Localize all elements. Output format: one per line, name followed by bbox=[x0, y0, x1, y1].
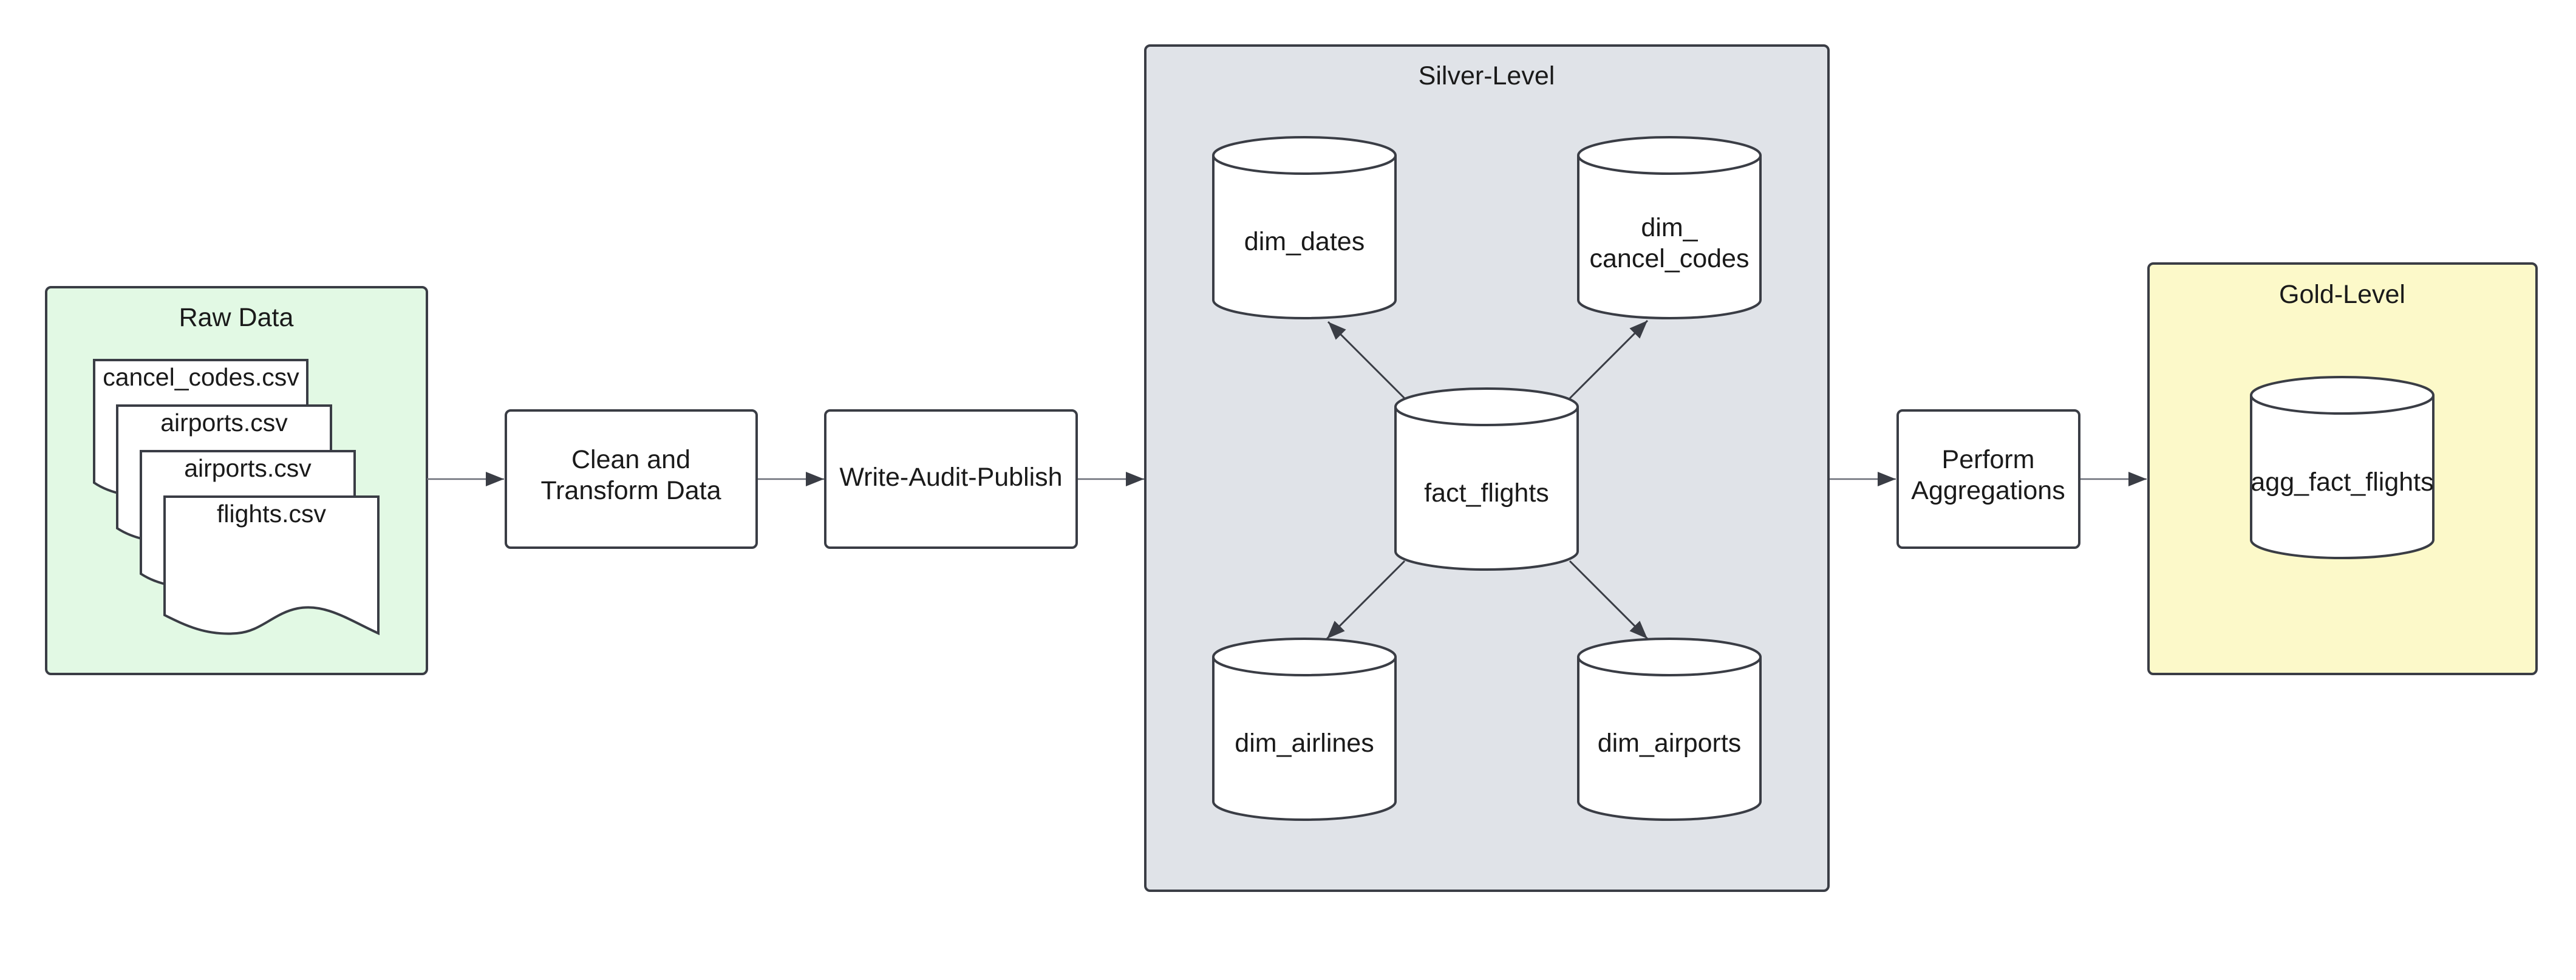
silver-level-title: Silver-Level bbox=[1419, 61, 1555, 90]
table-label-agg-fact-flights: agg_fact_flights bbox=[2251, 468, 2433, 497]
perform-aggregations-step: Perform Aggregations bbox=[1896, 409, 2080, 549]
write-audit-publish-step: Write-Audit-Publish bbox=[824, 409, 1078, 549]
cylinder-dim-airports bbox=[1577, 638, 1762, 821]
cylinder-agg-fact-flights bbox=[2250, 376, 2435, 559]
cylinder-lip-dim-cancel-codes bbox=[1577, 155, 1762, 175]
table-label-dim-cancel-codes-line1: dim_ bbox=[1641, 213, 1698, 242]
perform-aggregations-label-line2: Aggregations bbox=[1911, 476, 2065, 505]
arrow-fact-to-dim-cancel-codes bbox=[1569, 319, 1649, 400]
gold-level-group: Gold-Level agg_fact_flights bbox=[2147, 262, 2538, 675]
arrow-fact-to-dim-airports bbox=[1569, 560, 1649, 640]
cylinder-fact-flights bbox=[1394, 387, 1579, 571]
table-label-dim-airlines: dim_airlines bbox=[1235, 729, 1374, 758]
clean-transform-label-line1: Clean and bbox=[571, 445, 690, 474]
write-audit-publish-box bbox=[824, 409, 1078, 549]
file-doc-flights bbox=[163, 495, 380, 636]
clean-transform-step: Clean and Transform Data bbox=[505, 409, 758, 549]
cylinder-lip-agg-fact-flights bbox=[2250, 395, 2435, 415]
cylinder-lip-dim-airports bbox=[1577, 656, 1762, 676]
write-audit-publish-label: Write-Audit-Publish bbox=[839, 463, 1062, 492]
gold-level-title: Gold-Level bbox=[2279, 280, 2405, 309]
table-dim-airlines: dim_airlines bbox=[1212, 638, 1397, 821]
perform-aggregations-box bbox=[1896, 409, 2080, 549]
cylinder-lip-dim-airlines bbox=[1212, 656, 1397, 676]
arrow-fact-to-dim-dates bbox=[1327, 321, 1406, 400]
cylinder-dim-airlines bbox=[1212, 638, 1397, 821]
table-label-dim-cancel-codes-line2: cancel_codes bbox=[1590, 244, 1750, 273]
raw-data-title: Raw Data bbox=[179, 303, 294, 332]
table-agg-fact-flights: agg_fact_flights bbox=[2250, 376, 2435, 559]
silver-level-group: Silver-Level dim_dates dim_ cancel_codes… bbox=[1144, 44, 1830, 892]
table-label-fact-flights: fact_flights bbox=[1424, 478, 1549, 508]
raw-data-group: Raw Data cancel_codes.csv airports.csv a… bbox=[45, 286, 428, 675]
table-label-dim-airports: dim_airports bbox=[1598, 729, 1742, 758]
cylinder-dim-cancel-codes bbox=[1577, 136, 1762, 319]
file-label-airports-1: airports.csv bbox=[160, 409, 288, 437]
file-label-flights: flights.csv bbox=[217, 500, 326, 528]
file-label-cancel-codes: cancel_codes.csv bbox=[103, 363, 299, 391]
cylinder-lip-dim-dates bbox=[1212, 155, 1397, 175]
table-label-dim-dates: dim_dates bbox=[1244, 227, 1365, 256]
file-label-airports-2: airports.csv bbox=[184, 454, 312, 482]
table-fact-flights: fact_flights bbox=[1394, 387, 1579, 571]
cylinder-dim-dates bbox=[1212, 136, 1397, 319]
table-dim-dates: dim_dates bbox=[1212, 136, 1397, 319]
table-dim-cancel-codes: dim_ cancel_codes bbox=[1577, 136, 1762, 319]
cylinder-lip-fact-flights bbox=[1394, 406, 1579, 426]
perform-aggregations-label-line1: Perform bbox=[1942, 445, 2035, 474]
table-dim-airports: dim_airports bbox=[1577, 638, 1762, 821]
clean-transform-label-line2: Transform Data bbox=[540, 476, 721, 505]
clean-transform-box bbox=[505, 409, 758, 549]
arrow-fact-to-dim-airlines bbox=[1326, 560, 1406, 640]
